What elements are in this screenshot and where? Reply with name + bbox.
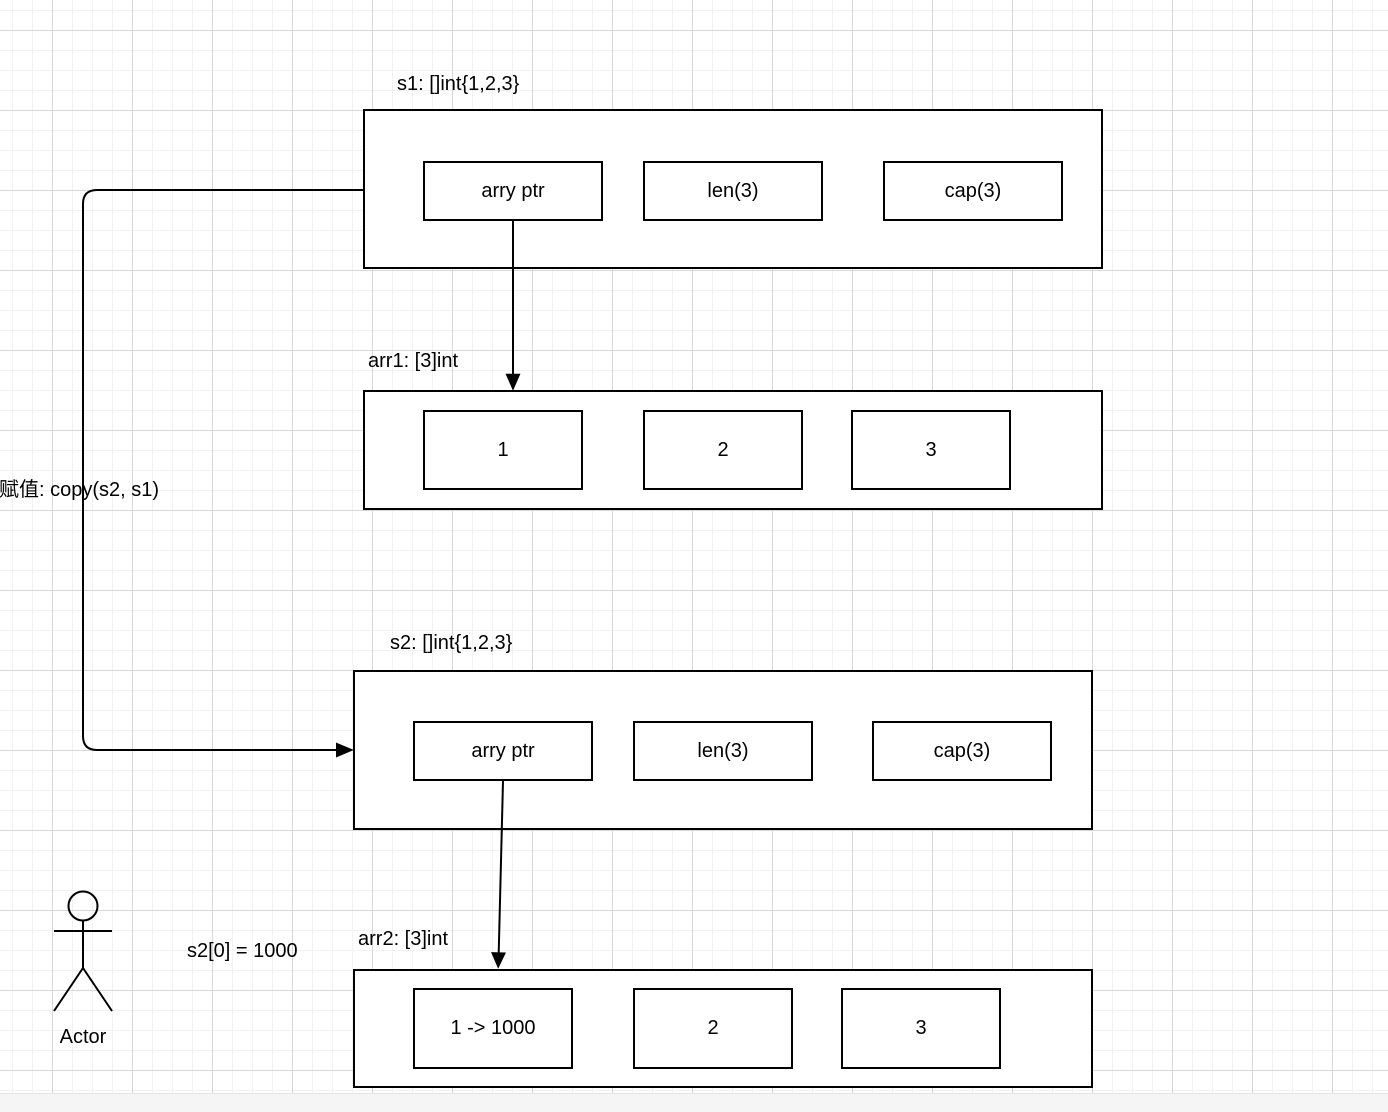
s1-field-cap-label: cap(3)	[944, 179, 1002, 202]
copy-annotation-label[interactable]: 赋值: copy(s2, s1)	[0, 479, 160, 501]
arr2-cell-2[interactable]: 3	[841, 988, 1001, 1069]
arr1-cell-1-value: 2	[717, 438, 729, 461]
arr1-title[interactable]: arr1: [3]int	[368, 350, 459, 372]
s2-field-arry-ptr-label: arry ptr	[471, 739, 535, 762]
arr1-cell-2-value: 3	[925, 438, 937, 461]
arr1-cell-1[interactable]: 2	[643, 410, 803, 490]
canvas-bottom-gutter	[0, 1093, 1388, 1112]
actor-figure[interactable]	[53, 890, 113, 1012]
arr1-cell-0-value: 1	[497, 438, 509, 461]
arr2-title[interactable]: arr2: [3]int	[358, 928, 449, 950]
arr2-cell-0[interactable]: 1 -> 1000	[413, 988, 573, 1069]
s1-field-cap[interactable]: cap(3)	[883, 161, 1063, 221]
s2-field-len-label: len(3)	[697, 739, 749, 762]
arr1-cell-2[interactable]: 3	[851, 410, 1011, 490]
arr2-cell-1[interactable]: 2	[633, 988, 793, 1069]
arr2-cell-1-value: 2	[707, 1017, 719, 1039]
actor-label[interactable]: Actor	[59, 1026, 107, 1048]
s1-title[interactable]: s1: []int{1,2,3}	[397, 73, 520, 95]
s2-field-cap-label: cap(3)	[933, 739, 991, 762]
s1-field-len[interactable]: len(3)	[643, 161, 823, 221]
s2-field-cap[interactable]: cap(3)	[872, 721, 1052, 781]
arr2-cell-0-value: 1 -> 1000	[450, 1017, 536, 1039]
actor-legs	[53, 967, 113, 1012]
s2-field-arry-ptr[interactable]: arry ptr	[413, 721, 593, 781]
arr1-cell-0[interactable]: 1	[423, 410, 583, 490]
s1-field-arry-ptr[interactable]: arry ptr	[423, 161, 603, 221]
s2-title[interactable]: s2: []int{1,2,3}	[390, 632, 513, 654]
arr2-cell-2-value: 3	[915, 1017, 927, 1039]
copy-connector-arrow[interactable]	[82, 189, 363, 758]
s1-field-len-label: len(3)	[707, 179, 759, 202]
s2-field-len[interactable]: len(3)	[633, 721, 813, 781]
actor-head	[67, 890, 99, 922]
mutation-annotation-label[interactable]: s2[0] = 1000	[187, 940, 298, 962]
s1-field-arry-ptr-label: arry ptr	[481, 179, 545, 202]
